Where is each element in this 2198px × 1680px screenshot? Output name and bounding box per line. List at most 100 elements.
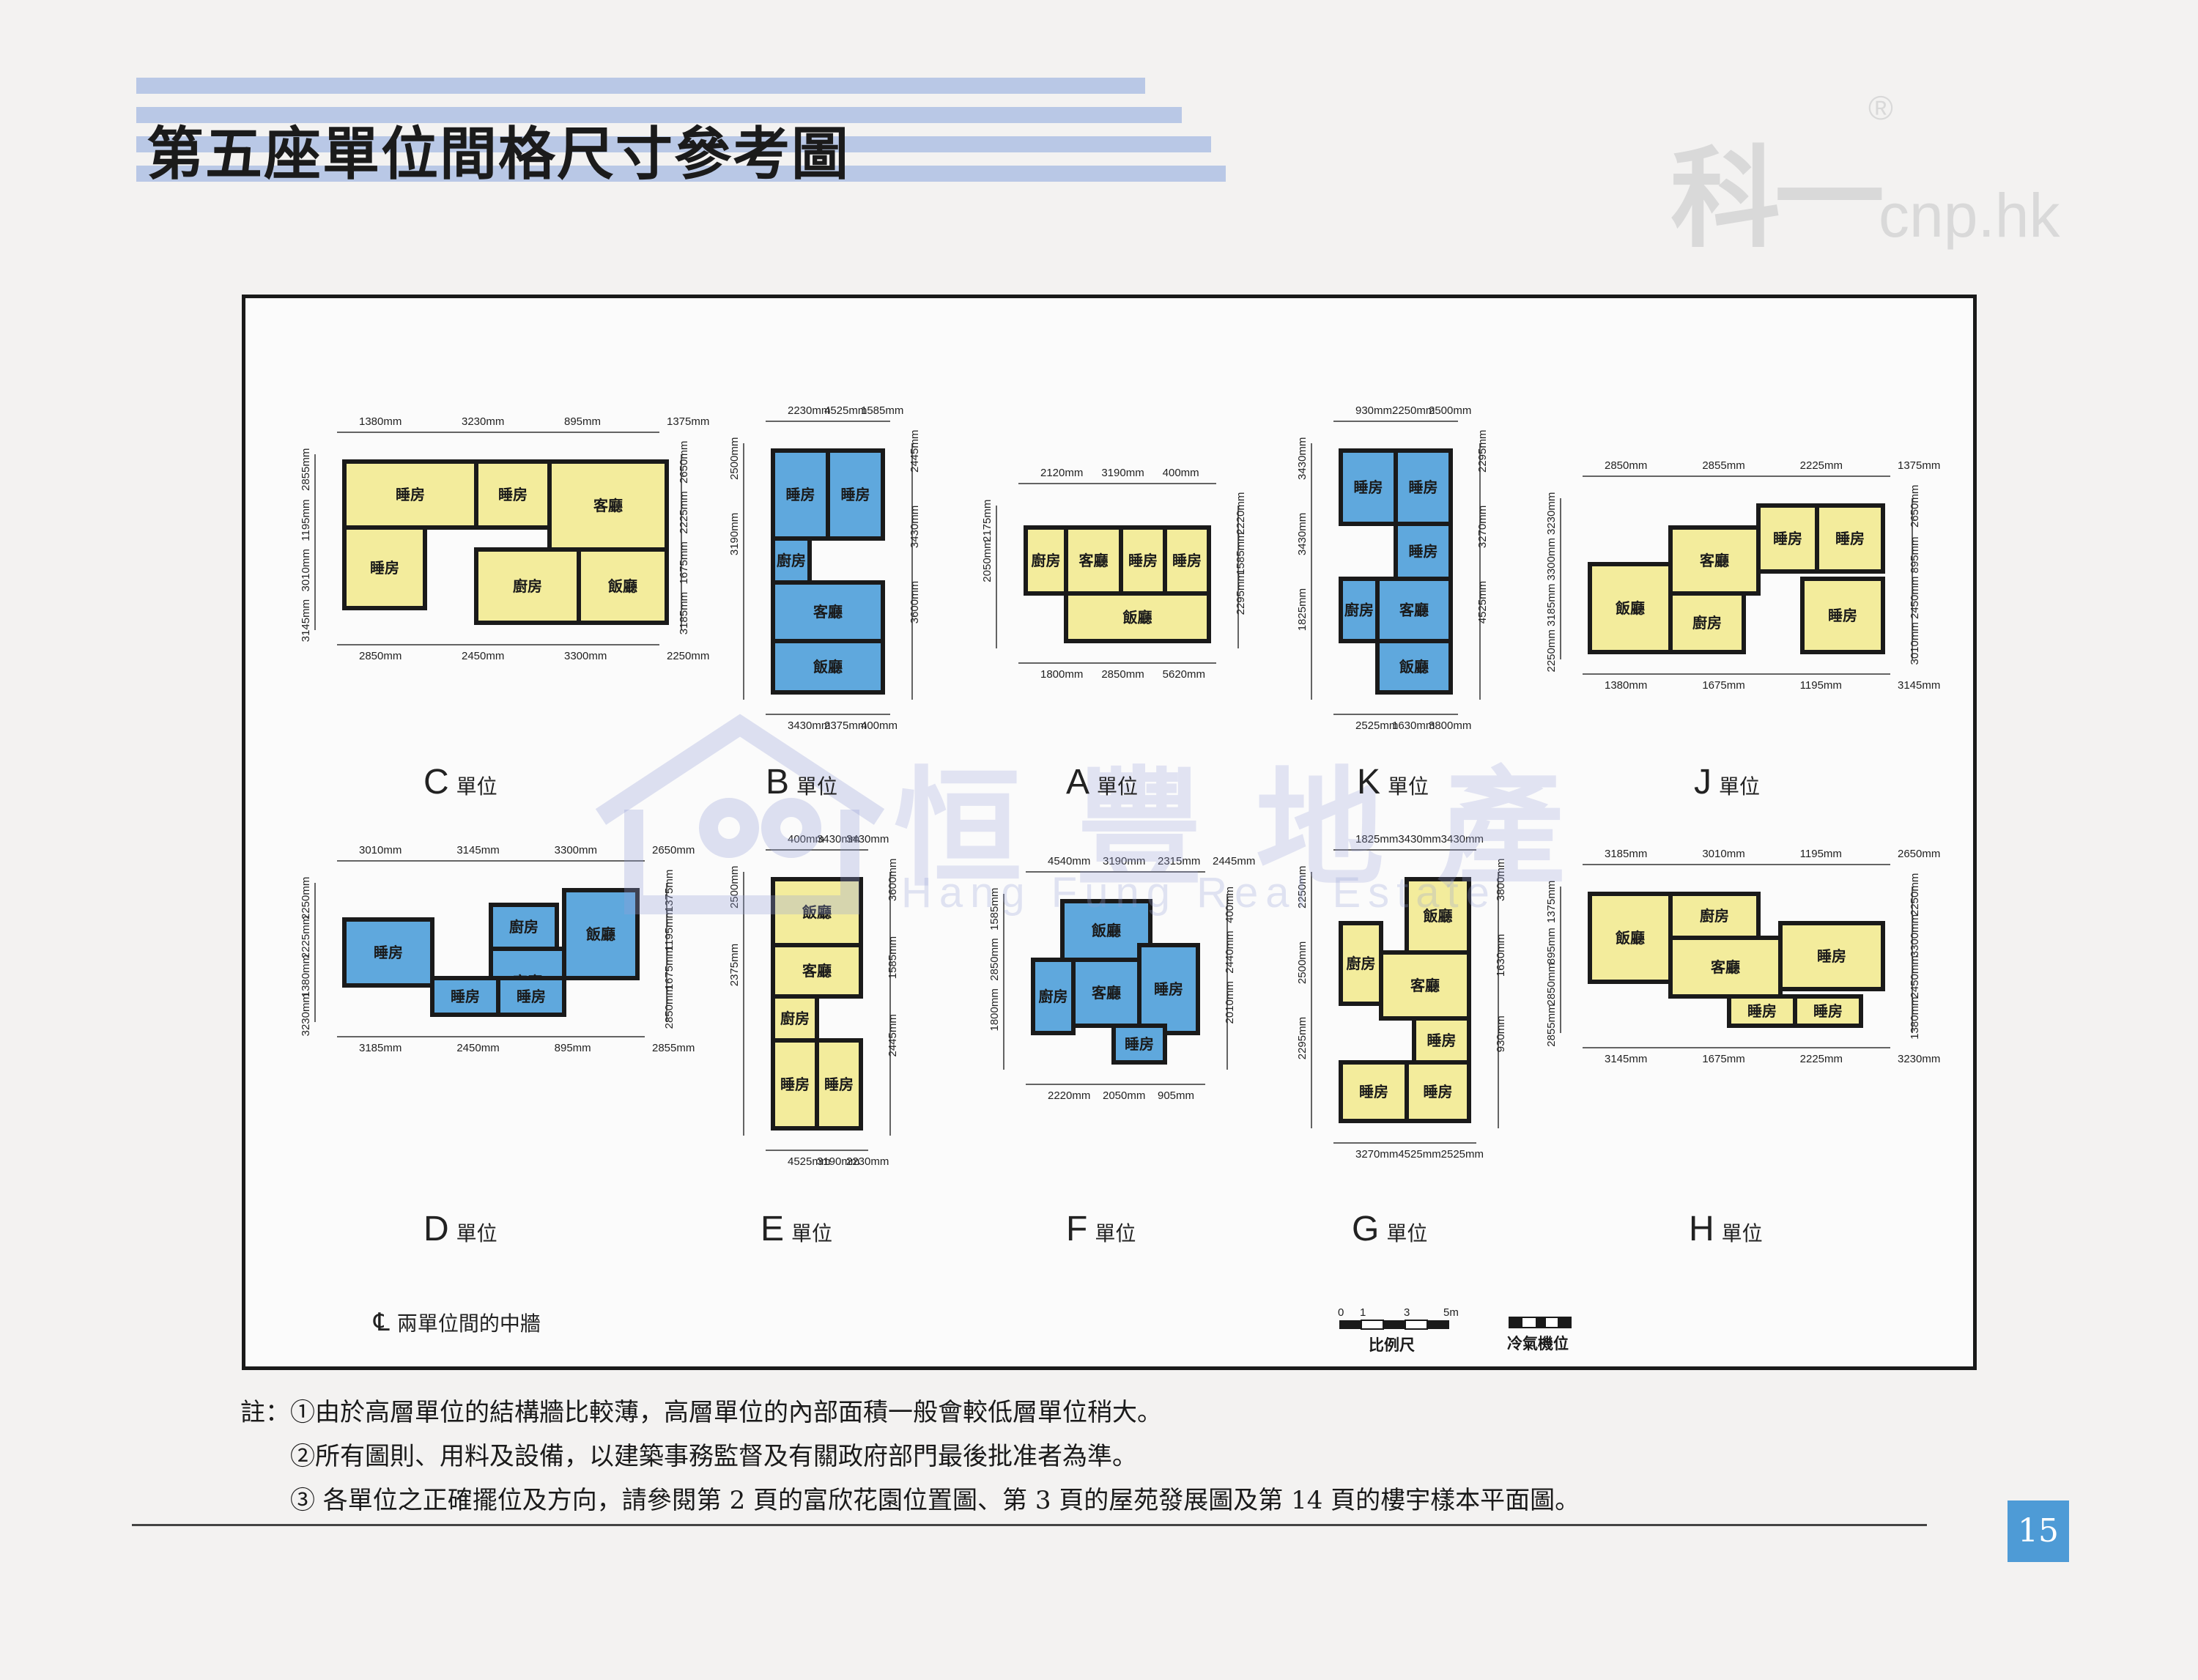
dimension-label: 2050mm — [1103, 1089, 1145, 1102]
room: 睡房 — [342, 917, 434, 988]
unit-d-plan: 睡房廚房飯廳客廳睡房睡房3010mm1375mm3185mm2250mm3145… — [300, 844, 695, 1054]
room: 睡房 — [1756, 503, 1819, 574]
dimension-label: 930mm — [1355, 404, 1392, 417]
dimensions: 2120mm2220mm1800mm2175mm3190mm1585mm2850… — [981, 467, 1247, 681]
scale-bar: 0 1 3 5m — [1338, 1306, 1459, 1330]
dimension-label: 2500mm — [1429, 404, 1471, 417]
dimension-label: 2225mm — [300, 916, 312, 958]
dimension-label: 2855mm — [652, 1042, 695, 1054]
room-label: 廚房 — [1344, 602, 1374, 619]
unit-letter: C — [423, 763, 449, 802]
room: 睡房 — [771, 448, 830, 541]
dimension-label: 4540mm — [1048, 855, 1090, 867]
dimension-label: 2250mm — [1909, 873, 1921, 916]
dimension-label: 3190mm — [1103, 855, 1145, 867]
logo-domain: cnp.hk — [1879, 181, 2060, 250]
dimension-label: 2850mm — [359, 650, 402, 662]
dimension-label: 3185mm — [1545, 584, 1558, 626]
dimension-label: 1585mm — [861, 404, 903, 417]
room-label: 睡房 — [1409, 543, 1438, 560]
room: 睡房 — [1778, 921, 1885, 991]
unit-h-plan: 飯廳廚房客廳睡房睡房睡房3185mm2250mm3145mm1375mm3010… — [1545, 848, 1940, 1065]
dimensions: 4540mm400mm2220mm1585mm3190mm2440mm2050m… — [988, 855, 1255, 1102]
title-stripe — [136, 107, 1182, 123]
dimension-label: 3145mm — [1898, 679, 1940, 692]
dimension-label: 3600mm — [909, 581, 921, 623]
room: 客廳 — [547, 459, 669, 552]
unit-suffix: 單位 — [796, 775, 838, 798]
dimension-label: 3145mm — [300, 599, 312, 642]
unit-letter: K — [1357, 763, 1381, 802]
dimension-label: 2225mm — [1800, 459, 1843, 472]
room: 睡房 — [430, 976, 500, 1017]
dimension-label: 3010mm — [1909, 622, 1921, 665]
room-label: 客廳 — [1091, 984, 1121, 1002]
room: 飯廳 — [771, 639, 885, 695]
dimension-label: 930mm — [1495, 1015, 1507, 1052]
dimension-label: 5620mm — [1163, 668, 1205, 681]
dimension-label: 1675mm — [1702, 1053, 1744, 1065]
room: 睡房 — [815, 1038, 863, 1131]
unit-letter: E — [761, 1210, 785, 1248]
dimension-label: 2450mm — [462, 650, 504, 662]
dimension-label: 2500mm — [728, 437, 741, 480]
page-number: 15 — [2008, 1500, 2069, 1562]
room-label: 睡房 — [1359, 1083, 1388, 1100]
dimension-label: 1195mm — [663, 909, 676, 951]
dimensions: 1380mm2650mm2850mm2855mm3230mm2225mm2450… — [300, 415, 709, 662]
dimension-label: 1585mm — [988, 888, 1001, 930]
dimension-label: 1630mm — [1495, 934, 1507, 977]
title-stripes — [136, 78, 1226, 182]
dimension-label: 1375mm — [1545, 881, 1558, 923]
room-label: 睡房 — [1424, 1083, 1453, 1100]
dimension-label: 3010mm — [359, 844, 402, 856]
title-stripe — [136, 166, 1226, 182]
dimension-label: 3270mm — [1476, 506, 1489, 548]
room-label: 飯廳 — [1615, 599, 1645, 617]
dimension-label: 2225mm — [1800, 1053, 1843, 1065]
room: 廚房 — [1024, 525, 1068, 596]
room-label: 睡房 — [1773, 530, 1802, 547]
dimension-label: 1825mm — [1296, 588, 1309, 631]
centerline-wall-icon: ℄ — [374, 1308, 390, 1337]
dimension-label: 2650mm — [678, 441, 690, 484]
dimension-label: 4525mm — [788, 1155, 830, 1168]
room: 睡房 — [1800, 577, 1885, 654]
dimensions: 2850mm2650mm1380mm3230mm2855mm895mm1675m… — [1545, 459, 1940, 692]
dimension-label: 1800mm — [1040, 668, 1083, 681]
dimension-label: 400mm — [861, 719, 898, 732]
room: 廚房 — [474, 547, 581, 625]
room-label: 廚房 — [1347, 955, 1376, 972]
wall-legend: ℄兩單位間的中牆 — [374, 1308, 541, 1337]
dimension-label: 2450mm — [456, 1042, 499, 1054]
unit-letter: B — [766, 763, 790, 802]
room: 廚房 — [1668, 591, 1746, 654]
unit-suffix: 單位 — [1097, 775, 1139, 798]
room: 客廳 — [1071, 958, 1141, 1028]
room: 客廳 — [1668, 936, 1783, 999]
dimension-label: 2445mm — [1213, 855, 1255, 867]
unit-letter: D — [423, 1210, 449, 1248]
room-label: 飯廳 — [1399, 658, 1429, 676]
room-label: 廚房 — [1700, 907, 1729, 925]
room: 睡房 — [1339, 448, 1398, 526]
dimension-label: 3300mm — [1545, 538, 1558, 580]
room-label: 客廳 — [1399, 602, 1429, 619]
dimension-label: 1380mm — [1605, 679, 1647, 692]
dimension-label: 3145mm — [456, 844, 499, 856]
dimension-label: 1195mm — [1800, 679, 1842, 692]
dimension-label: 1380mm — [1909, 996, 1921, 1039]
logo-registered: ® — [1868, 89, 1893, 127]
room-label: 睡房 — [1172, 552, 1202, 569]
room: 廚房 — [1668, 892, 1761, 940]
room-label: 飯廳 — [1122, 609, 1152, 626]
dimension-label: 1195mm — [300, 500, 312, 541]
unit-b-label: B 單位 — [766, 762, 837, 802]
unit-j-plan: 客廳睡房睡房飯廳廚房睡房2850mm2650mm1380mm3230mm2855… — [1545, 459, 1940, 692]
dimension-label: 2250mm — [1392, 404, 1435, 417]
room-label: 廚房 — [1032, 552, 1061, 569]
page-title: 第五座單位間格尺寸參考圖 — [147, 122, 851, 188]
